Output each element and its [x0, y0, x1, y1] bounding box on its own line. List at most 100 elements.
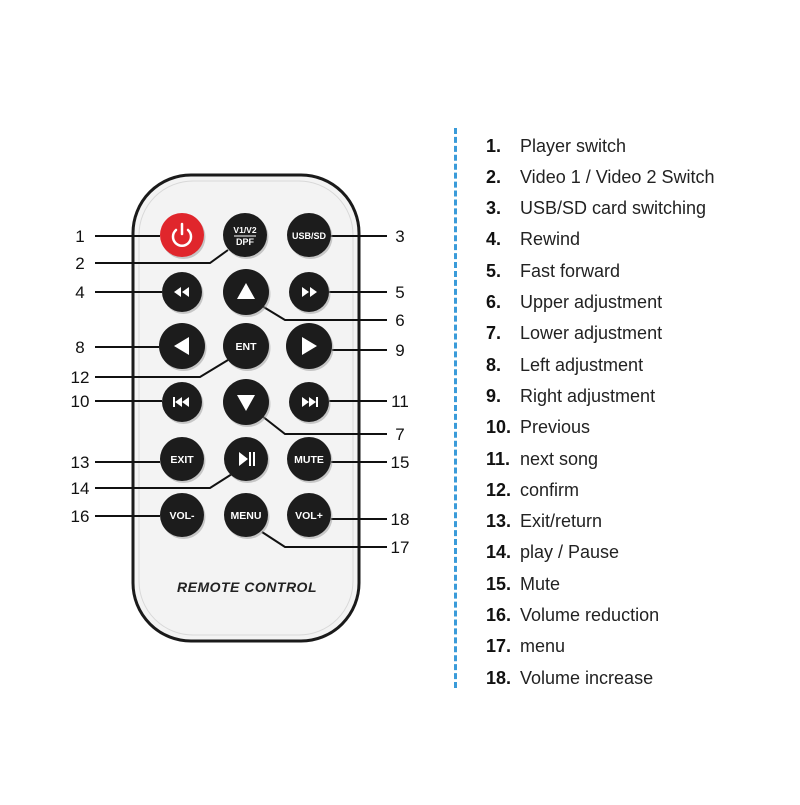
fast-forward-icon: [302, 287, 317, 297]
legend-number: 10.: [486, 417, 512, 438]
callout-number-7: 7: [395, 425, 404, 444]
legend-item: 3. USB/SD card switching: [486, 194, 706, 224]
menu-button[interactable]: MENU: [224, 493, 270, 539]
legend-number: 9.: [486, 385, 502, 406]
playpause-button[interactable]: [224, 437, 270, 483]
callout-number-15: 15: [391, 453, 410, 472]
legend-number: 8.: [486, 354, 502, 375]
legend-number: 3.: [486, 198, 502, 219]
ent-button[interactable]: ENT: [223, 323, 271, 371]
leader-line-7: [261, 415, 387, 435]
right-button[interactable]: [286, 323, 334, 371]
legend-number: 6.: [486, 292, 502, 312]
power-button[interactable]: [160, 213, 206, 259]
leader-line-14: [95, 473, 233, 489]
legend-item: 17. menu: [486, 632, 565, 662]
legend-item: 4.Rewind: [486, 225, 580, 255]
next-icon: [302, 397, 318, 407]
callout-number-10: 10: [71, 392, 90, 411]
legend-number: 1.: [486, 135, 502, 156]
callout-number-16: 16: [71, 507, 90, 526]
v1v2-label-bottom: DPF: [236, 237, 255, 247]
callout-number-6: 6: [395, 311, 404, 330]
right-arrow-icon: [302, 337, 317, 355]
legend-text: play / Pause: [520, 542, 620, 563]
legend-text: USB/SD card switching: [520, 198, 707, 219]
legend-text: Upper adjustment: [520, 292, 663, 312]
legend-number: 7.: [486, 323, 502, 344]
usbsd-label: USB/SD: [292, 231, 327, 241]
callout-number-12: 12: [71, 368, 90, 387]
volup-label: VOL+: [295, 510, 323, 522]
rewind-button[interactable]: [162, 272, 204, 314]
up-arrow-icon: [237, 283, 255, 299]
legend-item: 8.Left adjustment: [486, 350, 643, 380]
legend-item: 12. confirm: [486, 475, 579, 505]
legend-text: Fast forward: [520, 260, 621, 281]
legend-text: Volume reduction: [520, 605, 660, 625]
callout-number-3: 3: [395, 227, 404, 246]
voldown-label: VOL-: [169, 510, 195, 522]
prev-button[interactable]: [162, 382, 204, 424]
forward-button[interactable]: [289, 272, 331, 314]
legend-number: 17.: [486, 636, 512, 657]
legend-number: 13.: [486, 511, 512, 532]
callout-number-14: 14: [71, 479, 90, 498]
legend-number: 12.: [486, 479, 512, 500]
previous-icon: [173, 397, 189, 407]
callout-number-13: 13: [71, 453, 90, 472]
legend-item: 1. Player switch: [486, 131, 626, 161]
remote-brand-label: REMOTE CONTROL: [177, 579, 317, 595]
legend-item: 13. Exit/return: [486, 507, 602, 537]
legend-item: 16.Volume reduction: [486, 601, 659, 631]
play-pause-icon: [239, 452, 255, 466]
callout-number-5: 5: [395, 283, 404, 302]
left-button[interactable]: [159, 323, 207, 371]
legend-divider: [454, 128, 457, 688]
leader-line-6: [261, 305, 387, 321]
volup-button[interactable]: VOL+: [287, 493, 333, 539]
legend-item: 7. Lower adjustment: [486, 319, 662, 349]
legend-text: confirm: [520, 479, 580, 500]
legend-item: 9.Right adjustment: [486, 381, 655, 411]
menu-label: MENU: [231, 510, 262, 522]
legend-text: Mute: [520, 573, 561, 594]
voldown-button[interactable]: VOL-: [160, 493, 206, 539]
callout-number-11: 11: [391, 392, 409, 411]
exit-button[interactable]: EXIT: [160, 437, 206, 483]
legend-item: 2.Video 1 / Video 2 Switch: [486, 162, 714, 192]
legend-text: Lower adjustment: [520, 323, 663, 344]
down-button[interactable]: [223, 379, 271, 427]
legend-text: Player switch: [520, 135, 627, 156]
mute-button[interactable]: MUTE: [287, 437, 333, 483]
v1v2-label-top: V1/V2: [233, 225, 256, 235]
legend-item: 14. play / Pause: [486, 538, 619, 568]
callout-number-4: 4: [75, 283, 84, 302]
legend-text: next song: [520, 448, 599, 469]
next-button[interactable]: [289, 382, 331, 424]
ent-label: ENT: [236, 341, 258, 353]
legend-item: 5. Fast forward: [486, 256, 620, 286]
legend-item: 18.Volume increase: [486, 663, 653, 693]
legend-text: menu: [520, 636, 566, 657]
mute-label: MUTE: [294, 454, 324, 466]
legend-number: 18.: [486, 667, 512, 688]
legend-number: 14.: [486, 542, 512, 563]
legend-number: 5.: [486, 260, 502, 281]
leader-line-17: [261, 531, 387, 548]
up-button[interactable]: [223, 269, 271, 317]
legend-text: Exit/return: [520, 511, 603, 532]
left-arrow-icon: [174, 337, 189, 355]
legend-item: 6. Upper adjustment: [486, 288, 662, 318]
down-arrow-icon: [237, 395, 255, 411]
leader-line-2: [95, 249, 229, 264]
callout-number-1: 1: [75, 227, 84, 246]
legend-number: 4.: [486, 229, 502, 250]
usbsd-button[interactable]: USB/SD: [287, 213, 333, 259]
legend-item: 15.Mute: [486, 569, 560, 599]
legend-item: 11.next song: [486, 444, 598, 474]
